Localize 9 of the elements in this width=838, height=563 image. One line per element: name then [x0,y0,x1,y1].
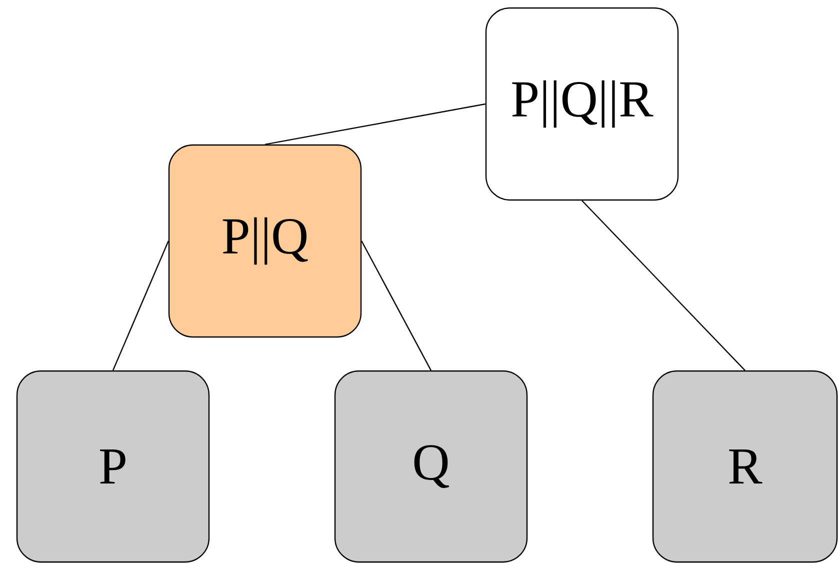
tree-node-box: R [652,370,838,563]
tree-node-box: P||Q [168,144,362,338]
tree-line [361,240,432,371]
tree-line [264,103,486,145]
tree-node-box: P [16,370,210,563]
tree-node-box: Q [334,370,528,563]
tree-node-box: P||Q||R [485,7,679,201]
tree-line [112,240,169,371]
tree-line [582,200,746,371]
